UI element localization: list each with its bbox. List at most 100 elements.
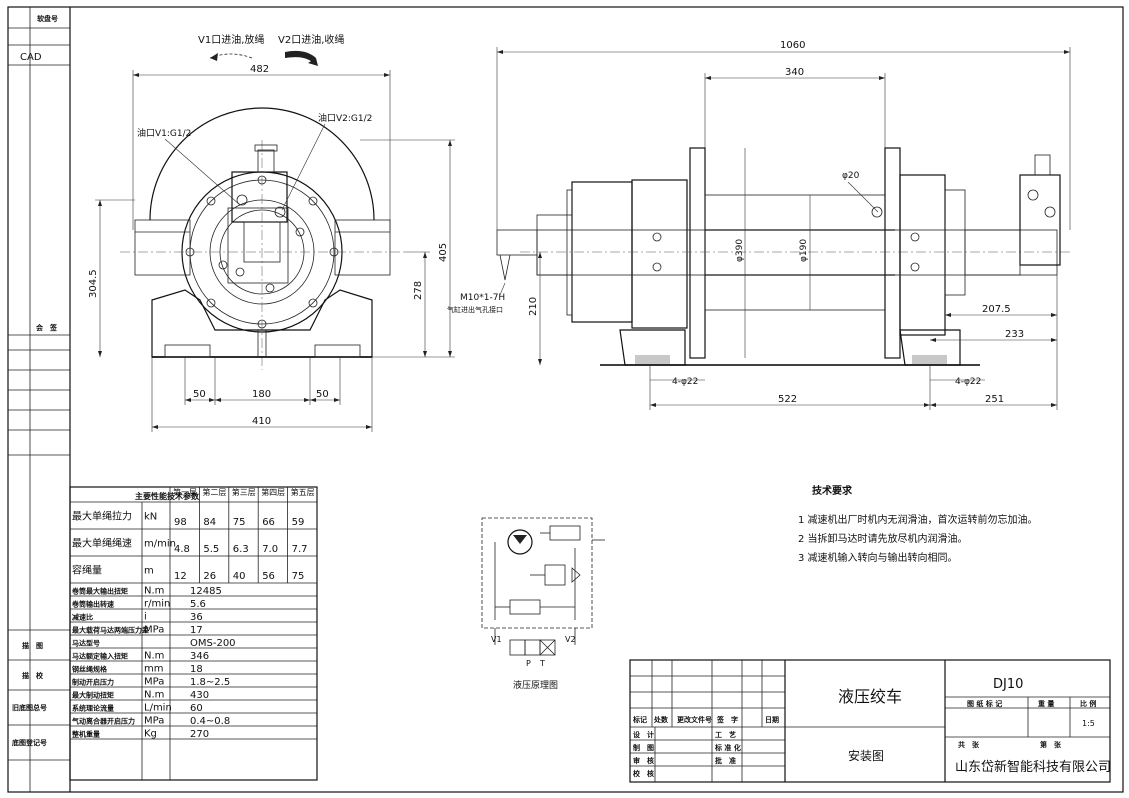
param-row-value: 60 [190, 703, 203, 714]
v2-direction-text: V2口进油,收绳 [278, 33, 344, 46]
param-row-value: 346 [190, 651, 209, 662]
param-row-value: 98 [174, 517, 187, 528]
thread-label: M10*1-7H [460, 293, 505, 303]
col-change: 更改文件号 [677, 715, 712, 724]
rotation-indicators: V1口进油,放绳 V2口进油,收绳 [198, 33, 344, 66]
approve-label: 批 准 [715, 756, 736, 765]
param-row-unit: m/min [144, 539, 176, 550]
title-block: 标记 处数 更改文件号 签 字 日期 设 计 制 图 审 核 校 核 工 艺 标… [629, 659, 1111, 783]
hydraulic-schematic: V1 V2 P T 液压原理图 [481, 517, 605, 691]
param-row-value: 84 [203, 517, 216, 528]
thread-note: 气缸进出气孔接口 [447, 305, 503, 314]
param-row-label: 气动离合器开启压力 [71, 717, 135, 726]
param-row-unit: MPa [144, 677, 164, 688]
draw-label: 制 图 [633, 743, 654, 752]
param-row-unit: kN [144, 512, 157, 523]
hyd-v2-label: V2 [565, 635, 576, 644]
hyd-p-label: P [526, 659, 531, 668]
cad-label: CAD [20, 52, 42, 63]
param-row-unit: N.m [144, 690, 164, 701]
hyd-v1-label: V1 [491, 635, 502, 644]
param-row-value: 7.7 [292, 544, 308, 555]
dim-340: 340 [785, 67, 804, 78]
tech-req-item-2: 2 当拆卸马达时请先放尽机内润滑油。 [798, 532, 968, 545]
param-row-value: 7.0 [262, 544, 278, 555]
trace-label: 描 图 [22, 641, 43, 650]
process-label: 工 艺 [715, 730, 736, 739]
param-row-label: 卷筒最大输出扭矩 [72, 587, 128, 596]
tech-req-item-1: 1 减速机出厂时机内无润滑油，首次运转前勿忘加油。 [798, 513, 1038, 526]
dim-207-5: 207.5 [982, 304, 1011, 315]
param-row-label: 卷筒输出转速 [72, 600, 114, 609]
port-v2-label: 油口V2:G1/2 [318, 112, 372, 124]
layer-header: 第二层 [202, 487, 226, 497]
param-row-value: 75 [292, 571, 305, 582]
param-row-unit: r/min [144, 599, 170, 610]
check-label: 校 核 [633, 769, 654, 778]
side-view: 1060 340 [447, 40, 1071, 410]
dim-1060: 1060 [780, 40, 805, 51]
param-row-label: 马达额定输入扭矩 [72, 652, 128, 661]
dim-278: 278 [413, 281, 424, 300]
hyd-caption: 液压原理图 [513, 679, 558, 691]
holes-right-label: 4-φ22 [955, 377, 981, 387]
param-row-label: 最大载荷马达两端压力差 [72, 626, 149, 635]
param-row-unit: i [144, 612, 147, 623]
param-row-value: 1.8~2.5 [190, 677, 230, 688]
param-row-unit: MPa [144, 625, 164, 636]
param-row-unit: m [144, 566, 154, 577]
param-row-value: 12 [174, 571, 187, 582]
col-date: 日期 [765, 715, 779, 724]
param-row-unit: N.m [144, 586, 164, 597]
param-row-value: 26 [203, 571, 216, 582]
param-row-unit: N.m [144, 651, 164, 662]
dim-405: 405 [438, 243, 449, 262]
dim-410: 410 [252, 416, 271, 427]
dim-210: 210 [528, 297, 539, 316]
dim-251: 251 [985, 394, 1004, 405]
param-row-value: 40 [233, 571, 246, 582]
drawing-border [7, 6, 1124, 793]
company-name: 山东岱新智能科技有限公司 [955, 759, 1111, 775]
layer-header: 第三层 [232, 487, 256, 497]
dim-50-right: 50 [316, 389, 329, 400]
col-count: 处数 [653, 715, 669, 724]
base-reg-label: 底图登记号 [12, 738, 47, 747]
sheet-number: 第 张 [1040, 740, 1062, 749]
haul-arrow-icon [285, 50, 316, 62]
front-view: 482 [88, 64, 455, 432]
param-row-label: 最大单绳拉力 [72, 510, 132, 523]
param-row-value: 56 [262, 571, 275, 582]
tech-req-item-3: 3 减速机输入转向与输出转向相同。 [798, 551, 958, 564]
countersign-label: 会 签 [36, 323, 58, 332]
v1-direction-text: V1口进油,放绳 [198, 33, 264, 46]
dim-304-5: 304.5 [88, 269, 99, 298]
param-row-label: 容绳量 [72, 564, 102, 577]
param-row-value: 5.5 [203, 544, 219, 555]
product-name: 液压绞车 [838, 687, 902, 706]
col-mark: 标记 [632, 715, 647, 724]
param-row-label: 整机重量 [71, 730, 100, 739]
param-row-value: 17 [190, 625, 203, 636]
param-row-value: 4.8 [174, 544, 190, 555]
scale-label: 比 例 [1080, 699, 1096, 708]
dim-233: 233 [1005, 329, 1024, 340]
param-row-value: 0.4~0.8 [190, 716, 230, 727]
col-sign: 签 字 [716, 715, 738, 724]
param-row-label: 最大制动扭矩 [72, 691, 114, 700]
param-row-value: 270 [190, 729, 209, 740]
dim-522: 522 [778, 394, 797, 405]
hydraulic-motor-icon [507, 529, 533, 555]
dim-phi190: φ190 [799, 239, 809, 262]
stage-mark-label: 图 纸 标 记 [967, 699, 1002, 708]
dim-50-left: 50 [193, 389, 206, 400]
layer-header: 第五层 [291, 487, 315, 497]
proof-label: 描 校 [22, 671, 44, 680]
dim-180: 180 [252, 389, 271, 400]
param-row-value: 5.6 [190, 599, 206, 610]
floppy-number-label: 软盘号 [37, 14, 58, 23]
param-row-label: 最大单绳绳速 [72, 537, 132, 550]
model-number: DJ10 [993, 677, 1023, 692]
param-row-value: 59 [292, 517, 305, 528]
